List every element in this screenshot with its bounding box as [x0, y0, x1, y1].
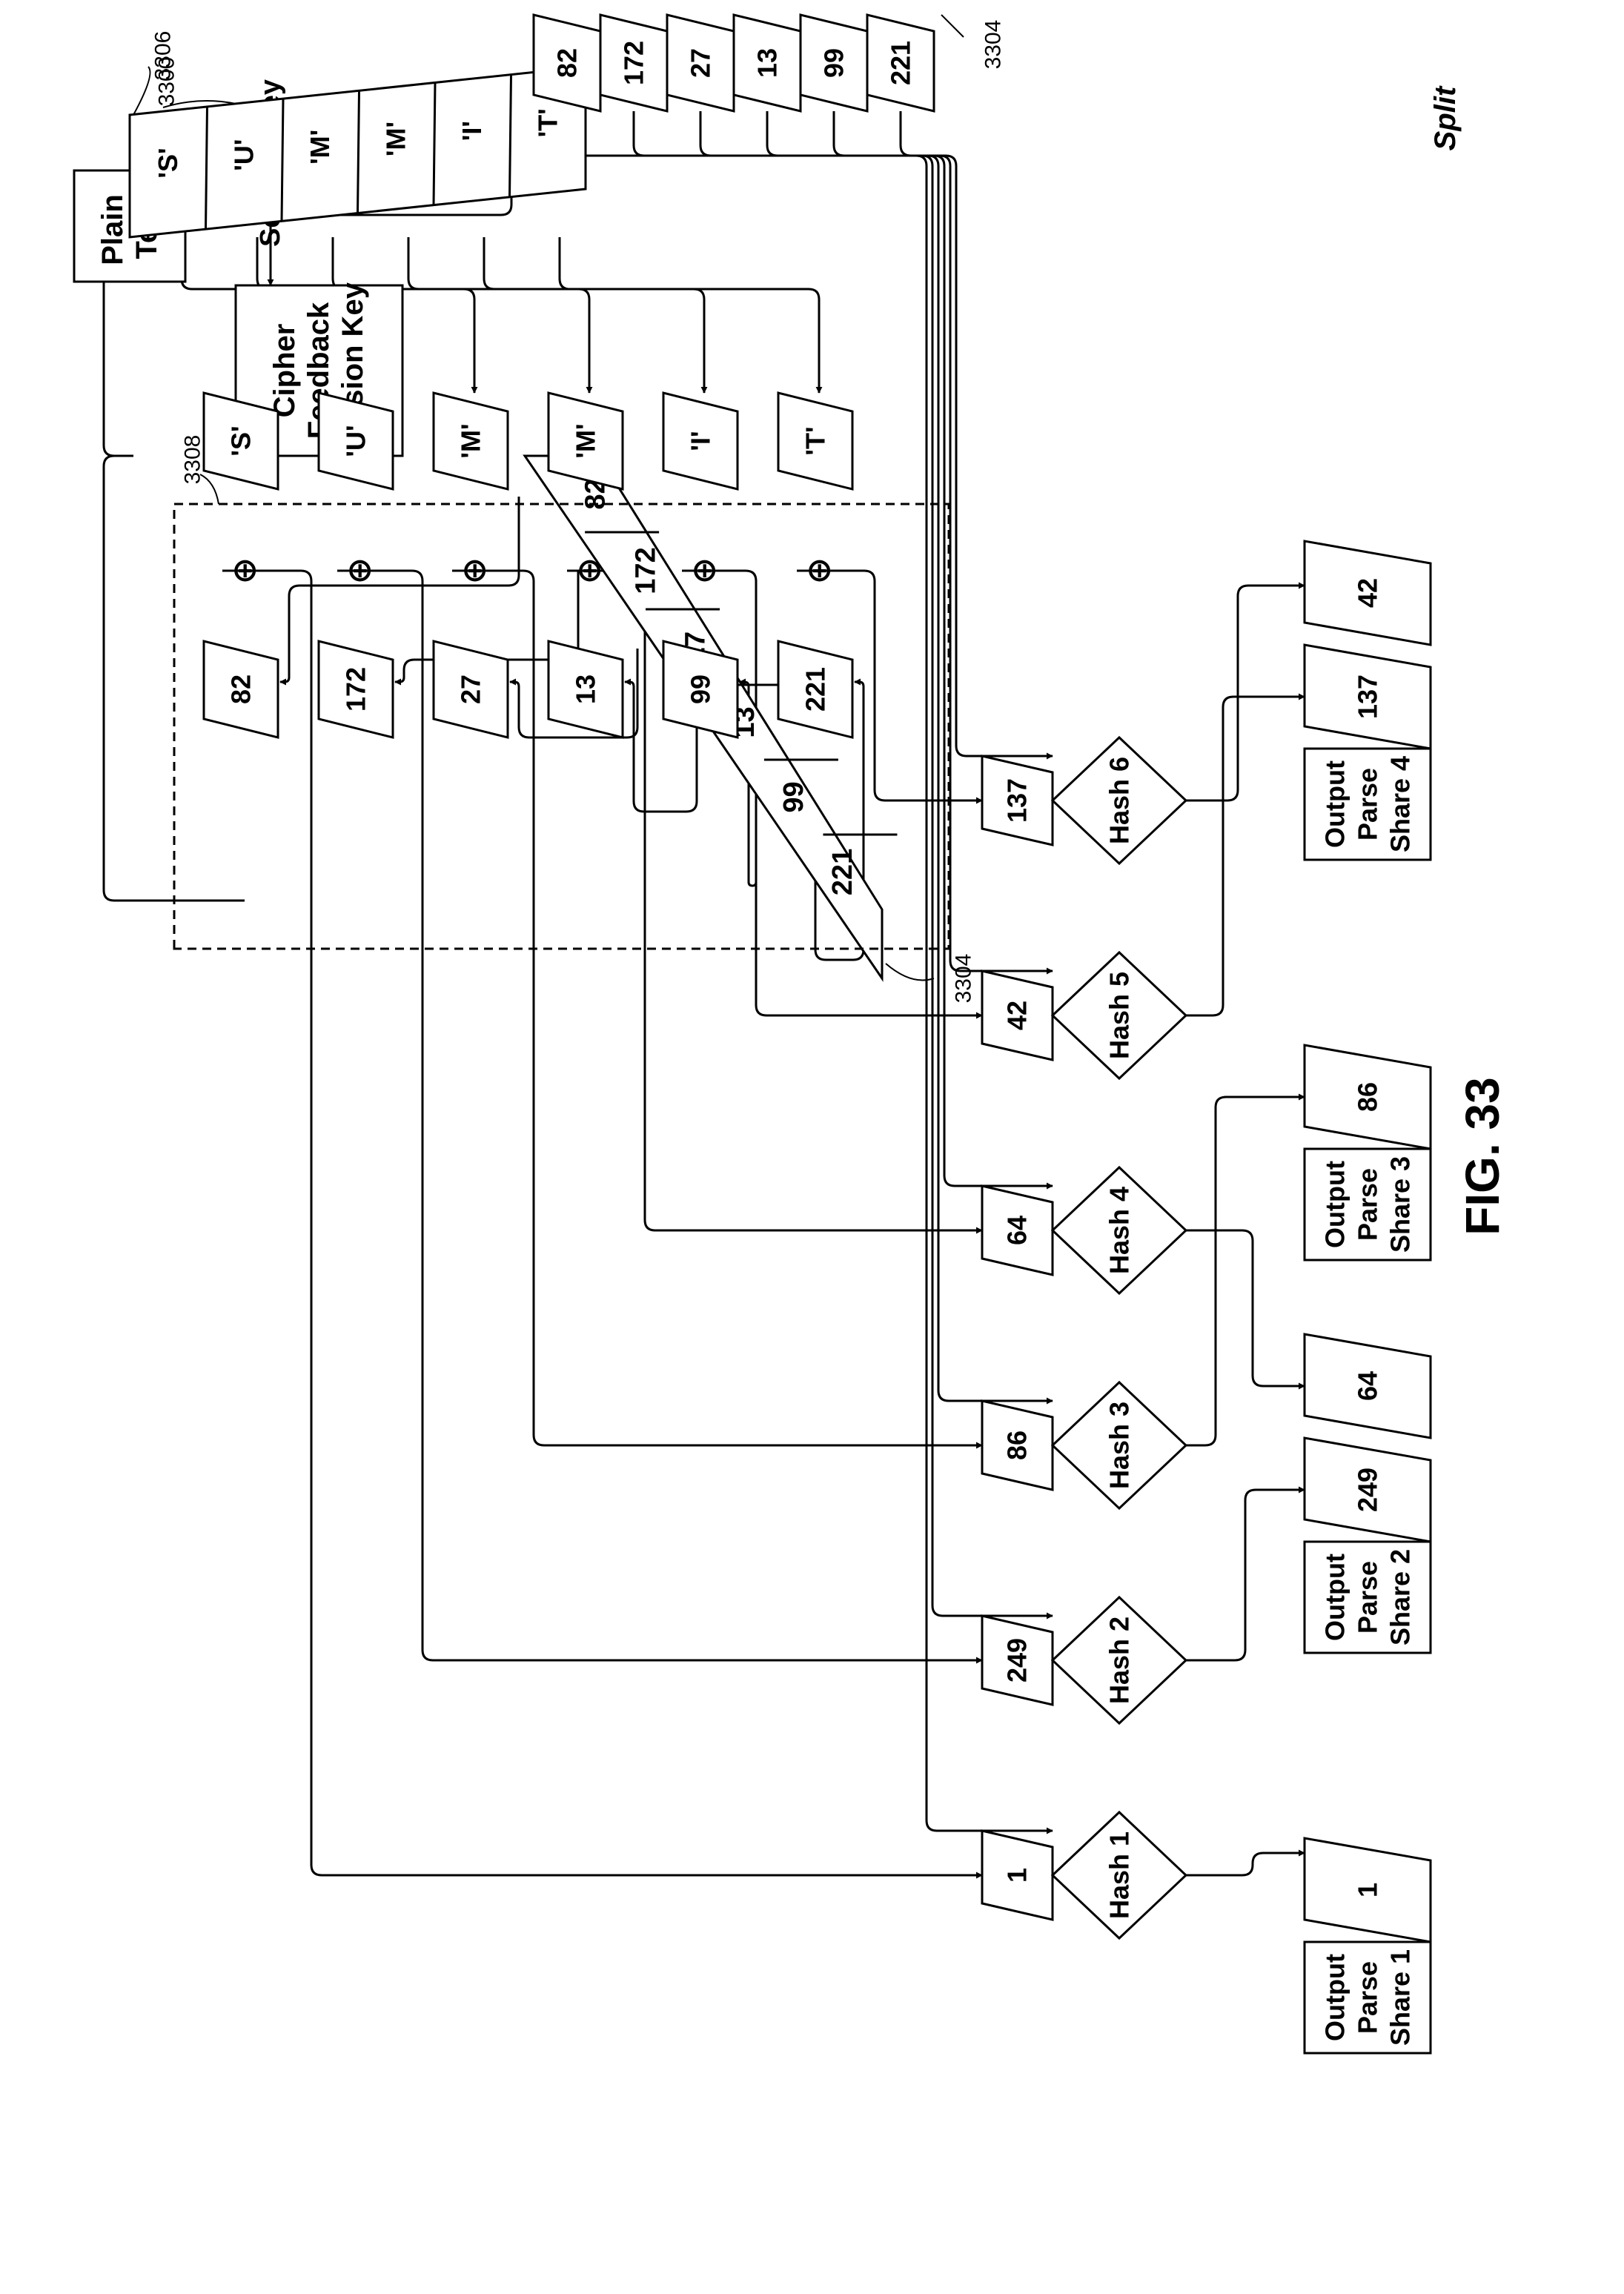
output-parse-share-label: Parse	[1353, 1961, 1383, 2034]
output-parse-share-label: Share 1	[1385, 1949, 1416, 2046]
plain-text-divider	[510, 75, 511, 197]
hash-label: Hash 6	[1104, 757, 1135, 844]
plain-text-divider	[206, 107, 208, 229]
xor-key-value: 221	[801, 667, 831, 712]
hash-input-value: 249	[1002, 1638, 1033, 1683]
key-strip-value: 99	[778, 781, 809, 812]
key-strip-value: 221	[827, 849, 858, 895]
hash-label: Hash 3	[1104, 1402, 1135, 1489]
output-value: 1	[1353, 1883, 1383, 1897]
hash-label: Hash 4	[1104, 1187, 1135, 1274]
ref-xor-box: 3308	[181, 435, 205, 485]
xor-symbol: ⊕	[342, 557, 378, 585]
ref-keys-top: 3304	[981, 20, 1006, 70]
hash4-output-wire	[1186, 1230, 1305, 1386]
top-key-value: 172	[619, 41, 649, 85]
plain-char: 'I'	[457, 121, 487, 141]
xor-key-value: 13	[571, 674, 601, 704]
xor2-hash2-wire	[337, 571, 982, 1660]
key-strip-value: 172	[630, 547, 661, 594]
output-value: 64	[1353, 1371, 1383, 1401]
top-key-value: 221	[886, 41, 916, 85]
figure-title: FIG. 33	[1456, 1077, 1509, 1235]
ref-keys-top-leader	[941, 15, 964, 37]
diagram-shapes: Session Key3300CipherFeedbackSession Key…	[74, 15, 1509, 2053]
output-parse-share-label: Share 2	[1385, 1549, 1416, 1645]
output-parse-share-label: Output	[1320, 1161, 1350, 1248]
top-key-value: 82	[552, 48, 583, 78]
ref-plain-text-leader	[133, 67, 150, 115]
plain-to-xor-wire	[560, 237, 819, 393]
output-parse-share-label: Output	[1320, 1554, 1350, 1641]
hash-input-value: 42	[1002, 1001, 1033, 1030]
output-parse-share-label: Parse	[1353, 1168, 1383, 1241]
plain-char: 'S'	[153, 147, 183, 178]
hash2-output-wire	[1186, 1490, 1305, 1660]
plain-to-xor-wire	[484, 237, 704, 393]
topkey-to-hash-wire	[901, 111, 1053, 756]
ref-keys: 3304	[952, 954, 976, 1004]
plain-text-divider	[358, 91, 359, 213]
ref-plain-text: 3306	[151, 31, 176, 81]
hash-input-value: 137	[1002, 778, 1033, 823]
top-key-value: 99	[819, 48, 849, 78]
hash-label: Hash 2	[1104, 1617, 1135, 1704]
hash6-output-wire	[1186, 586, 1305, 800]
hash-label: Hash 1	[1104, 1831, 1135, 1919]
hash-input-value: 86	[1002, 1431, 1033, 1460]
xor-key-value: 82	[226, 674, 256, 704]
plain-char: 'M'	[380, 122, 411, 156]
xor-char-value: 'U'	[341, 425, 371, 457]
xor4-hash4-wire	[567, 571, 982, 1230]
top-key-value: 27	[686, 48, 716, 78]
cfb-key-label: Cipher	[268, 324, 301, 418]
plain-char: 'T'	[532, 108, 563, 137]
output-value: 249	[1353, 1468, 1383, 1512]
hash3-output-wire	[1186, 1097, 1305, 1445]
output-parse-share-label: Output	[1320, 1954, 1350, 2041]
output-value: 137	[1353, 674, 1383, 719]
output-value: 86	[1353, 1082, 1383, 1112]
xor-symbol: ⊕	[457, 557, 493, 585]
xor-char-value: 'M'	[456, 423, 486, 458]
xor-symbol: ⊕	[801, 557, 838, 585]
plain-char: 'U'	[228, 139, 259, 171]
xor-key-value: 172	[341, 667, 371, 712]
plain-text-label: Plain	[96, 194, 129, 265]
output-parse-share-label: Output	[1320, 760, 1350, 848]
xor-char-value: 'T'	[801, 426, 831, 455]
output-parse-share-label: Parse	[1353, 1561, 1383, 1634]
top-key-value: 13	[752, 48, 783, 78]
output-parse-share-label: Share 4	[1385, 756, 1416, 852]
figure-mode: Split	[1429, 85, 1462, 150]
xor-char-value: 'I'	[686, 431, 716, 451]
hash-input-value: 64	[1002, 1216, 1033, 1245]
hash5-output-wire	[1186, 697, 1305, 1015]
plain-char: 'M'	[305, 130, 335, 165]
xor-symbol: ⊕	[686, 557, 723, 585]
plain-to-xor-wire	[408, 237, 589, 393]
hash-input-value: 1	[1002, 1868, 1033, 1883]
xor-symbol: ⊕	[571, 557, 608, 585]
plain-text-divider	[434, 83, 435, 205]
xor-char-value: 'M'	[571, 423, 601, 458]
xor-key-value: 99	[686, 674, 716, 704]
output-value: 42	[1353, 578, 1383, 608]
xor-key-value: 27	[456, 674, 486, 704]
output-parse-share-label: Share 3	[1385, 1156, 1416, 1253]
xor-char-value: 'S'	[226, 425, 256, 456]
plain-text-divider	[282, 99, 283, 221]
output-parse-share-label: Parse	[1353, 768, 1383, 841]
hash1-output-wire	[1186, 1853, 1305, 1875]
hash-label: Hash 5	[1104, 972, 1135, 1059]
xor-symbol: ⊕	[227, 557, 263, 585]
xor1-hash1-wire	[222, 571, 982, 1875]
